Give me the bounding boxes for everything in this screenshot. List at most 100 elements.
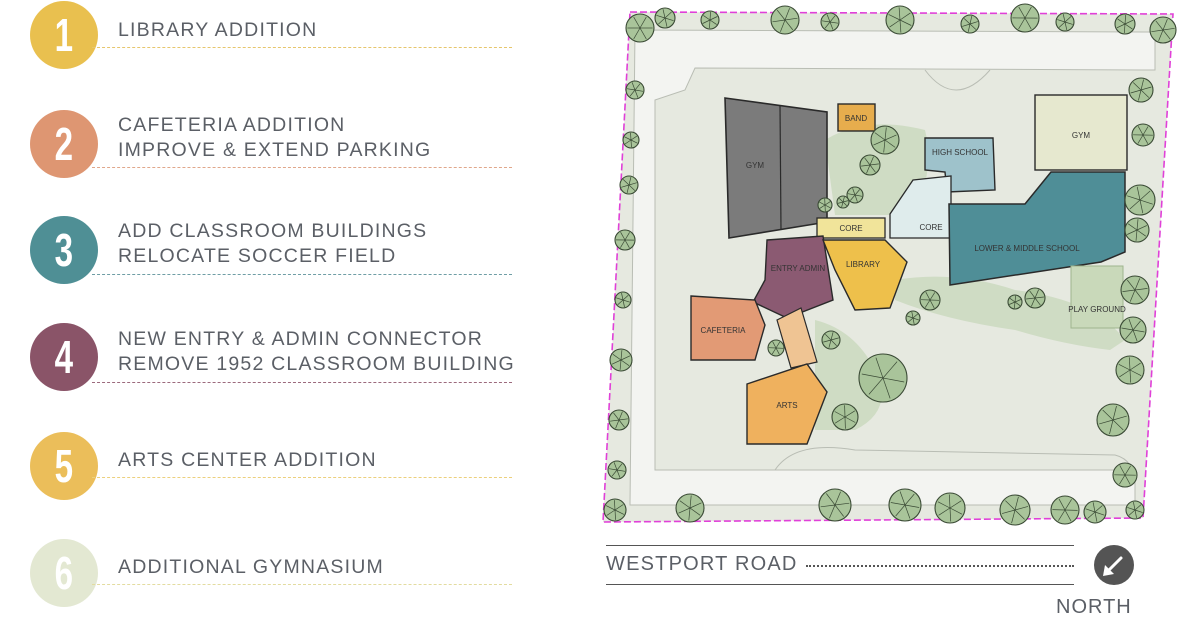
tree-icon	[999, 494, 1031, 526]
tree-icon	[870, 125, 900, 155]
legend-divider	[92, 274, 512, 275]
legend-label: LIBRARY ADDITION	[118, 18, 317, 43]
arc-drive	[924, 69, 991, 91]
paved-drive	[629, 29, 1156, 506]
tree-icon	[675, 493, 705, 523]
tree-icon	[817, 197, 833, 213]
building-band: BAND	[837, 103, 876, 132]
legend-item-3: 3 ADD CLASSROOM BUILDINGS RELOCATE SOCCE…	[30, 216, 512, 286]
legend-divider	[92, 47, 512, 48]
building-core-right: CORE	[889, 175, 952, 239]
tree-icon	[614, 291, 632, 309]
tree-icon	[831, 403, 859, 431]
tree-icon	[700, 10, 720, 30]
legend-line-1: ADDITIONAL GYMNASIUM	[118, 556, 384, 578]
label-core-left: CORE	[839, 224, 862, 233]
tree-icon	[614, 229, 636, 251]
tree-icon	[818, 488, 852, 522]
legend-label: ADD CLASSROOM BUILDINGS RELOCATE SOCCER …	[118, 219, 427, 269]
label-gym-existing: GYM	[746, 161, 765, 170]
badge-number: 2	[54, 118, 74, 170]
legend-item-4: 4 NEW ENTRY & ADMIN CONNECTOR REMOVE 195…	[30, 323, 515, 393]
tree-icon	[960, 14, 980, 34]
legend-label: CAFETERIA ADDITION IMPROVE & EXTEND PARK…	[118, 113, 431, 163]
building-lower-middle-school: LOWER & MIDDLE SCHOOL	[948, 171, 1126, 286]
legend: 1 LIBRARY ADDITION 2 CAFETERIA ADDITION …	[0, 0, 540, 619]
legend-label: ADDITIONAL GYMNASIUM	[118, 555, 384, 580]
tree-icon	[1119, 316, 1147, 344]
badge-number: 3	[54, 224, 74, 276]
tree-icon	[603, 498, 627, 522]
tree-icon	[1149, 16, 1177, 44]
label-lower-middle: LOWER & MIDDLE SCHOOL	[974, 244, 1080, 253]
legend-item-6: 6 ADDITIONAL GYMNASIUM	[30, 539, 512, 609]
label-core-right: CORE	[919, 223, 942, 232]
badge-number: 4	[54, 331, 74, 383]
tree-icon	[619, 175, 639, 195]
tree-icon	[858, 353, 908, 403]
tree-icon	[1112, 462, 1138, 488]
tree-icon	[1128, 77, 1154, 103]
label-arts: ARTS	[776, 401, 797, 410]
building-cafeteria: CAFETERIA	[690, 295, 766, 361]
legend-line-1: NEW ENTRY & ADMIN CONNECTOR	[118, 328, 484, 350]
tree-icon	[607, 460, 627, 480]
green-area-east	[895, 276, 1125, 350]
legend-divider	[92, 584, 512, 585]
legend-line-1: ADD CLASSROOM BUILDINGS	[118, 220, 428, 242]
trees	[603, 3, 1177, 526]
building-core-left: CORE	[816, 217, 886, 239]
tree-icon	[1124, 217, 1150, 243]
building-arts: ARTS	[746, 363, 828, 445]
legend-line-1: LIBRARY ADDITION	[118, 19, 318, 41]
number-badge-2: 2	[30, 110, 98, 178]
tree-icon	[609, 348, 633, 372]
legend-line-2: RELOCATE SOCCER FIELD	[118, 245, 397, 267]
legend-divider	[92, 167, 512, 168]
tree-icon	[1050, 495, 1080, 525]
road-label: WESTPORT ROAD	[606, 553, 798, 575]
tree-icon	[654, 7, 676, 29]
label-entry-admin: ENTRY ADMIN	[771, 264, 826, 273]
tree-icon	[1096, 403, 1130, 437]
site-plan-drawing: GYM BAND HIGH SCHOOL GYM CORE CORE ENTRY…	[602, 3, 1177, 526]
area-play-ground: PLAY GROUND	[1068, 265, 1126, 329]
label-high-school: HIGH SCHOOL	[932, 148, 989, 157]
tree-icon	[1055, 12, 1075, 32]
label-band: BAND	[845, 114, 867, 123]
number-badge-1: 1	[30, 1, 98, 69]
legend-label: ARTS CENTER ADDITION	[118, 448, 377, 473]
road-top-line	[606, 545, 1074, 546]
tree-icon	[1120, 275, 1150, 305]
tree-icon	[1083, 500, 1107, 524]
tree-icon	[625, 13, 655, 43]
label-play-ground: PLAY GROUND	[1068, 305, 1126, 314]
tree-icon	[1007, 294, 1023, 310]
legend-divider	[92, 382, 512, 383]
tree-icon	[1125, 500, 1145, 520]
number-badge-3: 3	[30, 216, 98, 284]
legend-item-1: 1 LIBRARY ADDITION	[30, 0, 512, 70]
tree-icon	[905, 310, 921, 326]
tree-icon	[770, 5, 800, 35]
legend-line-2: REMOVE 1952 CLASSROOM BUILDING	[118, 353, 515, 375]
tree-icon	[1124, 184, 1156, 216]
legend-line-2: IMPROVE & EXTEND PARKING	[118, 139, 432, 161]
number-badge-5: 5	[30, 432, 98, 500]
property-boundary	[602, 11, 1174, 523]
tree-icon	[1115, 355, 1145, 385]
legend-item-2: 2 CAFETERIA ADDITION IMPROVE & EXTEND PA…	[30, 110, 512, 180]
tree-icon	[846, 186, 864, 204]
tree-icon	[919, 289, 941, 311]
connector-arts	[776, 307, 818, 369]
tree-icon	[820, 12, 840, 32]
tree-icon	[1131, 123, 1155, 147]
tree-icon	[885, 5, 915, 35]
badge-number: 6	[54, 547, 74, 599]
tree-icon	[1024, 287, 1046, 309]
badge-number: 5	[54, 440, 74, 492]
tree-icon	[1010, 3, 1040, 33]
road-centerline	[806, 565, 1074, 567]
tree-icon	[622, 131, 640, 149]
legend-divider	[92, 477, 512, 478]
